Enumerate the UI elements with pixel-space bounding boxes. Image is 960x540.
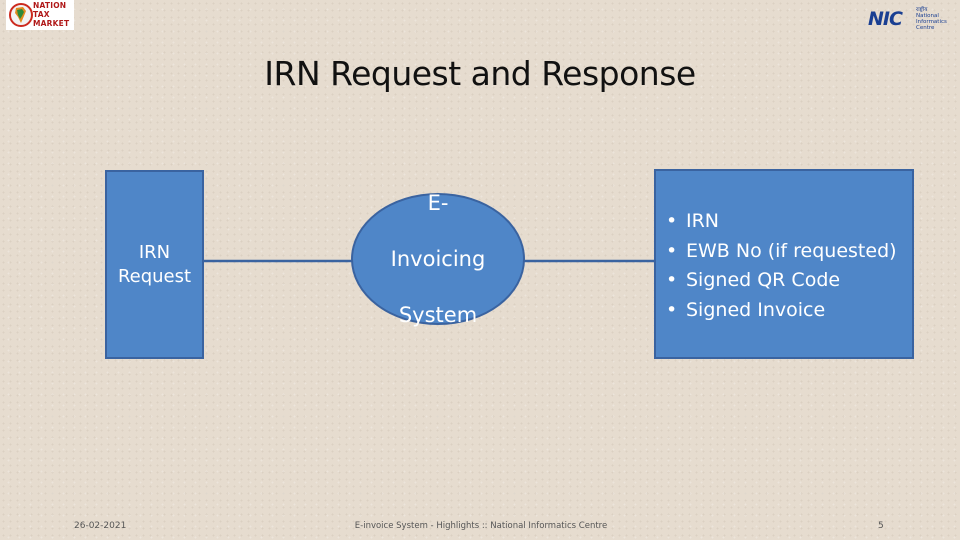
list-item: • Signed Invoice xyxy=(666,296,897,326)
nic-logo: NIC राष्ट्रीय National Informatics Centr… xyxy=(868,6,952,32)
page-number: 5 xyxy=(878,521,884,531)
response-items-list: • IRN • EWB No (if requested) • Signed QR C… xyxy=(666,207,897,325)
list-item: • Signed QR Code xyxy=(666,266,897,296)
response-item-text: IRN xyxy=(686,210,720,232)
irn-request-line-1: IRN xyxy=(138,241,171,263)
logo-left-line-3: MARKET xyxy=(33,19,70,28)
nic-caption-line-4: Centre xyxy=(916,25,935,31)
e-invoicing-system-label: E- Invoicing System xyxy=(383,189,493,329)
e-invoicing-system-node: E- Invoicing System xyxy=(351,191,525,327)
nic-logo-mark: NIC xyxy=(868,8,903,30)
logo-left-line-1: NATION xyxy=(33,1,67,10)
footer-date: 26-02-2021 xyxy=(74,521,127,531)
irn-request-label: IRN Request xyxy=(118,241,191,289)
bullet-icon: • xyxy=(666,298,678,321)
footer-caption: E-invoice System - Highlights :: Nationa… xyxy=(354,521,608,531)
irn-request-line-2: Request xyxy=(117,265,192,287)
list-item: • IRN xyxy=(666,207,897,237)
bullet-icon: • xyxy=(666,269,678,291)
map-icon xyxy=(9,3,33,27)
list-item: • EWB No (if requested) xyxy=(666,237,897,267)
nation-tax-market-logo: NATION TAX MARKET xyxy=(6,0,74,30)
response-item-text: Signed Invoice xyxy=(686,298,826,321)
bullet-icon: • xyxy=(666,239,678,262)
logo-left-line-2: TAX xyxy=(33,10,50,19)
nic-caption-line-2: National xyxy=(916,13,939,19)
nic-logo-caption: राष्ट्रीय National Informatics Centre xyxy=(916,7,947,31)
system-line-1: E- xyxy=(427,191,449,215)
logo-left-text: NATION TAX MARKET xyxy=(33,1,69,28)
response-item-text: EWB No (if requested) xyxy=(686,239,897,262)
system-line-3: System xyxy=(398,303,478,327)
response-item-text: Signed QR Code xyxy=(686,269,841,291)
nic-caption-line-3: Informatics xyxy=(916,19,947,25)
system-line-2: Invoicing xyxy=(390,247,486,271)
nic-caption-line-1: राष्ट्रीय xyxy=(916,7,928,13)
irn-request-box: IRN Request xyxy=(105,170,204,359)
irn-response-box: • IRN • EWB No (if requested) • Signed QR C… xyxy=(654,169,914,359)
bullet-icon: • xyxy=(666,210,678,232)
slide-title: IRN Request and Response xyxy=(264,54,696,93)
